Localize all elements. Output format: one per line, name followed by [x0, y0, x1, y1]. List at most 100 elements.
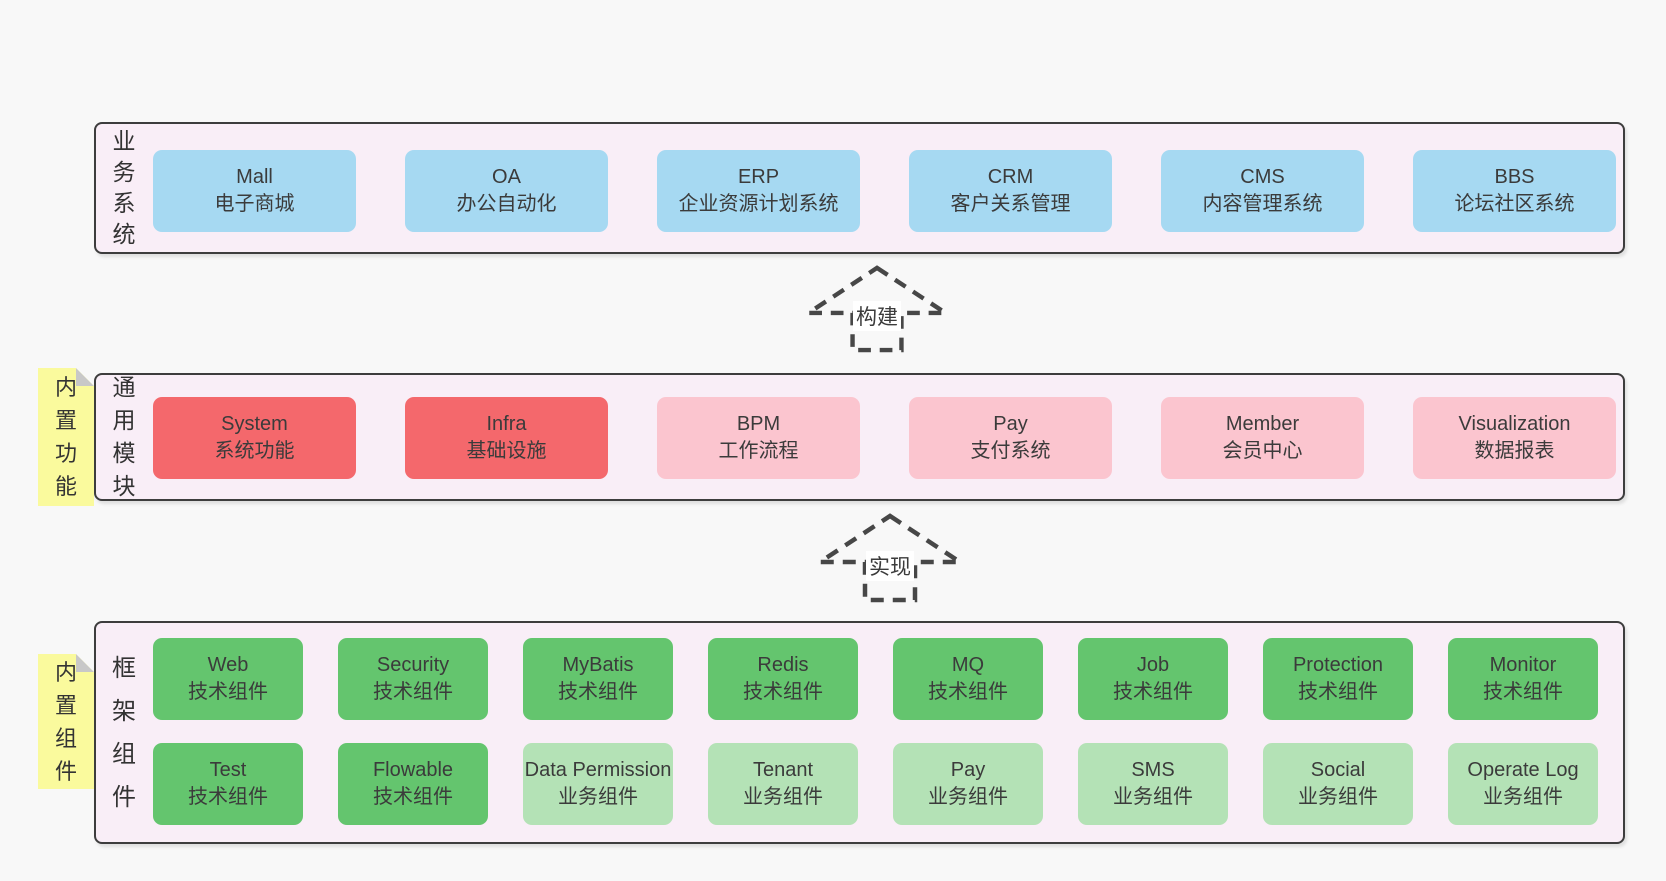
panel-title: 框架组件 — [112, 654, 136, 811]
box-title-zh: 业务组件 — [1113, 786, 1193, 808]
box-title-zh: 业务组件 — [558, 786, 638, 808]
arrow-label: 构建 — [853, 301, 901, 332]
box-title-en: Infra — [486, 413, 527, 435]
box-title-zh: 技术组件 — [188, 786, 268, 808]
diagram-box: Infra 基础设施 — [405, 397, 608, 479]
sticky-note-built-in-features: 内置功能 — [38, 368, 94, 506]
diagram-box: Tenant 业务组件 — [708, 743, 858, 825]
box-title-en: Security — [376, 654, 450, 676]
panel-common-modules: 通用模块 System 系统功能 Infra 基础设施 BPM 工作流程 — [94, 373, 1625, 501]
box-title-en: MyBatis — [562, 654, 634, 676]
box-title-en: Operate Log — [1467, 759, 1579, 781]
box-title-zh: 技术组件 — [373, 681, 453, 703]
box-title-zh: 基础设施 — [466, 440, 547, 462]
box-title-en: CRM — [987, 166, 1034, 188]
box-title-en: System — [221, 413, 288, 435]
box-title-en: ERP — [737, 166, 780, 188]
box-title-zh: 业务组件 — [743, 786, 823, 808]
modules-box-row: System 系统功能 Infra 基础设施 BPM 工作流程 Pay 支付系统 — [153, 397, 1616, 479]
panel-title: 通用模块 — [112, 374, 136, 499]
box-title-zh: 技术组件 — [1298, 681, 1378, 703]
diagram-box: Mall 电子商城 — [153, 150, 356, 232]
box-title-en: Web — [207, 654, 249, 676]
box-title-zh: 会员中心 — [1222, 440, 1303, 462]
diagram-box: Redis 技术组件 — [708, 638, 858, 720]
diagram-box: BPM 工作流程 — [657, 397, 860, 479]
diagram-box: SMS 业务组件 — [1078, 743, 1228, 825]
box-title-en: Monitor — [1489, 654, 1557, 676]
box-title-zh: 办公自动化 — [456, 193, 557, 215]
diagram-box: Member 会员中心 — [1161, 397, 1364, 479]
sticky-note-label: 内置功能 — [54, 375, 77, 499]
box-title-en: MQ — [951, 654, 985, 676]
diagram-box: Visualization 数据报表 — [1413, 397, 1616, 479]
diagram-box: Data Permission 业务组件 — [523, 743, 673, 825]
box-title-en: Job — [1136, 654, 1170, 676]
box-title-en: OA — [492, 166, 521, 188]
diagram-box: OA 办公自动化 — [405, 150, 608, 232]
box-title-zh: 数据报表 — [1474, 440, 1555, 462]
build-arrow: 构建 — [803, 264, 951, 354]
box-title-en: Member — [1225, 413, 1300, 435]
components-box-row-1: Web 技术组件 Security 技术组件 MyBatis 技术组件 Redi… — [153, 638, 1598, 720]
diagram-box: Job 技术组件 — [1078, 638, 1228, 720]
panel-business-systems: 业务系统 Mall 电子商城 OA 办公自动化 ERP 企业资源计划系统 — [94, 122, 1625, 254]
box-title-en: Redis — [757, 654, 809, 676]
box-title-zh: 技术组件 — [928, 681, 1008, 703]
diagram-box: MyBatis 技术组件 — [523, 638, 673, 720]
diagram-box: BBS 论坛社区系统 — [1413, 150, 1616, 232]
box-title-en: BPM — [736, 413, 781, 435]
diagram-box: ERP 企业资源计划系统 — [657, 150, 860, 232]
box-title-zh: 技术组件 — [1483, 681, 1563, 703]
box-title-en: Pay — [950, 759, 986, 781]
box-title-en: Flowable — [372, 759, 454, 781]
box-title-zh: 论坛社区系统 — [1454, 193, 1575, 215]
box-title-zh: 业务组件 — [1483, 786, 1563, 808]
box-title-zh: 电子商城 — [214, 193, 295, 215]
sticky-note-label: 内置组件 — [54, 659, 77, 784]
arrow-label: 实现 — [866, 550, 914, 581]
diagram-box: Flowable 技术组件 — [338, 743, 488, 825]
box-title-zh: 业务组件 — [928, 786, 1008, 808]
diagram-box: CRM 客户关系管理 — [909, 150, 1112, 232]
box-title-en: Data Permission — [524, 759, 672, 781]
box-title-zh: 技术组件 — [1113, 681, 1193, 703]
box-title-en: Mall — [236, 166, 273, 188]
panel-framework-components: 框架组件 Web 技术组件 Security 技术组件 MyBatis 技术组件 — [94, 621, 1625, 844]
diagram-box: Social 业务组件 — [1263, 743, 1413, 825]
box-title-zh: 技术组件 — [373, 786, 453, 808]
box-title-zh: 工作流程 — [718, 440, 799, 462]
diagram-box: Pay 支付系统 — [909, 397, 1112, 479]
box-title-zh: 系统功能 — [214, 440, 295, 462]
diagram-box: Operate Log 业务组件 — [1448, 743, 1598, 825]
box-title-en: Tenant — [752, 759, 814, 781]
box-title-en: Protection — [1292, 654, 1384, 676]
box-title-en: CMS — [1240, 166, 1285, 188]
diagram-box: Test 技术组件 — [153, 743, 303, 825]
box-title-en: Test — [209, 759, 247, 781]
box-title-en: Pay — [993, 413, 1028, 435]
panel-title: 业务系统 — [112, 128, 136, 247]
diagram-box: Monitor 技术组件 — [1448, 638, 1598, 720]
diagram-box: MQ 技术组件 — [893, 638, 1043, 720]
box-title-en: BBS — [1494, 166, 1535, 188]
implement-arrow: 实现 — [816, 510, 964, 606]
box-title-zh: 企业资源计划系统 — [678, 193, 839, 215]
box-title-zh: 支付系统 — [970, 440, 1051, 462]
diagram-box: System 系统功能 — [153, 397, 356, 479]
box-title-zh: 内容管理系统 — [1202, 193, 1323, 215]
diagram-box: Security 技术组件 — [338, 638, 488, 720]
diagram-box: Protection 技术组件 — [1263, 638, 1413, 720]
components-box-row-2: Test 技术组件 Flowable 技术组件 Data Permission … — [153, 743, 1598, 825]
dashed-up-arrow-icon — [803, 265, 951, 353]
box-title-en: Social — [1310, 759, 1366, 781]
diagram-box: Pay 业务组件 — [893, 743, 1043, 825]
sticky-note-built-in-components: 内置组件 — [38, 654, 94, 789]
diagram-box: Web 技术组件 — [153, 638, 303, 720]
box-title-zh: 业务组件 — [1298, 786, 1378, 808]
box-title-zh: 技术组件 — [188, 681, 268, 703]
box-title-zh: 技术组件 — [743, 681, 823, 703]
box-title-en: Visualization — [1458, 413, 1571, 435]
box-title-zh: 客户关系管理 — [950, 193, 1071, 215]
